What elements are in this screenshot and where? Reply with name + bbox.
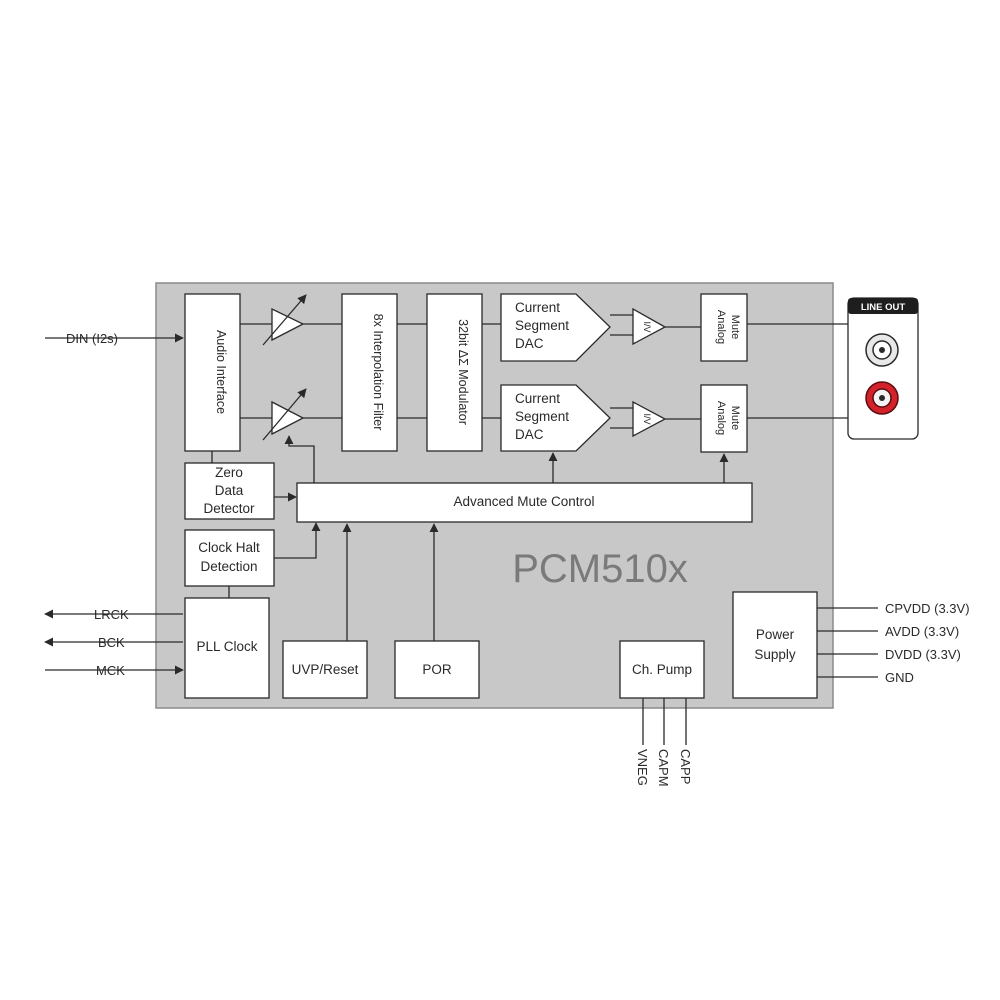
uvp-reset-block: UVP/Reset: [282, 640, 368, 699]
bck-label: BCK: [98, 635, 125, 650]
charge-pump-block: Ch. Pump: [619, 640, 705, 699]
dac-bottom-block: Current Segment DAC: [500, 384, 611, 452]
interpolation-filter-label: 8x Interpolation Filter: [371, 314, 385, 431]
zero-detector-line2: Data: [215, 483, 244, 498]
dac-top-block: Current Segment DAC: [500, 293, 611, 362]
por-block: POR: [394, 640, 480, 699]
analog-mute-bottom-line2: Mute: [729, 406, 741, 430]
dac-bottom-line3: DAC: [515, 427, 544, 442]
mck-label: MCK: [96, 663, 125, 678]
line-out-panel: LINE OUT: [847, 297, 919, 440]
clock-halt-line1: Clock Halt: [198, 540, 260, 555]
pll-label: PLL Clock: [196, 639, 257, 654]
iv-bottom-label: I/V: [642, 413, 652, 424]
zero-detector-line1: Zero: [215, 465, 243, 480]
capm-label: CAPM: [656, 749, 671, 787]
analog-mute-bottom-line1: Analog: [715, 401, 727, 435]
din-label: DIN (I2s): [66, 331, 118, 346]
volume-amp-top: [240, 294, 342, 346]
dac-top-line3: DAC: [515, 336, 544, 351]
por-label: POR: [422, 662, 452, 677]
clock-halt-line2: Detection: [200, 559, 257, 574]
analog-mute-top-line1: Analog: [715, 310, 727, 344]
dac-bottom-line1: Current: [515, 391, 560, 406]
audio-interface-label: Audio Interface: [214, 330, 228, 414]
iv-bottom: I/V: [610, 400, 701, 438]
power-supply-block: Power Supply: [732, 591, 818, 699]
dac-bottom-line2: Segment: [515, 409, 569, 424]
modulator-block: 32bit ΔΣ Modulator: [426, 293, 483, 452]
chip-title: PCM510x: [512, 547, 688, 591]
charge-pump-label: Ch. Pump: [632, 662, 692, 677]
jack-white-icon: [865, 333, 899, 367]
analog-mute-top-line2: Mute: [729, 315, 741, 339]
line-out-label: LINE OUT: [861, 302, 906, 313]
cpvdd-label: CPVDD (3.3V): [885, 601, 970, 616]
wire-clockhalt-mute: [274, 522, 321, 559]
power-supply-line1: Power: [756, 627, 795, 642]
dac-top-line2: Segment: [515, 318, 569, 333]
iv-top-label: I/V: [642, 321, 652, 332]
zero-detector-line3: Detector: [203, 501, 255, 516]
jack-red-icon: [865, 381, 899, 415]
lrck-label: LRCK: [94, 607, 129, 622]
avdd-label: AVDD (3.3V): [885, 624, 959, 639]
zero-data-detector-block: Zero Data Detector: [184, 462, 275, 520]
modulator-label: 32bit ΔΣ Modulator: [456, 319, 470, 425]
power-supply-line2: Supply: [754, 647, 796, 662]
volume-amp-bottom: [240, 388, 342, 441]
analog-mute-bottom-block: Analog Mute: [700, 384, 748, 453]
pll-clock-block: PLL Clock: [184, 597, 270, 699]
mute-control-label: Advanced Mute Control: [453, 494, 594, 509]
dvdd-label: DVDD (3.3V): [885, 647, 961, 662]
wire-mute-volume: [284, 435, 315, 483]
uvp-label: UVP/Reset: [292, 662, 359, 677]
mute-control-block: Advanced Mute Control: [296, 482, 753, 523]
vneg-label: VNEG: [635, 749, 650, 786]
analog-mute-top-block: Analog Mute: [700, 293, 748, 362]
gnd-label: GND: [885, 670, 914, 685]
interpolation-filter-block: 8x Interpolation Filter: [341, 293, 398, 452]
capp-label: CAPP: [678, 749, 693, 784]
dac-top-line1: Current: [515, 300, 560, 315]
iv-top: I/V: [610, 307, 701, 346]
audio-interface-block: Audio Interface: [184, 293, 241, 452]
clock-halt-block: Clock Halt Detection: [184, 529, 275, 587]
